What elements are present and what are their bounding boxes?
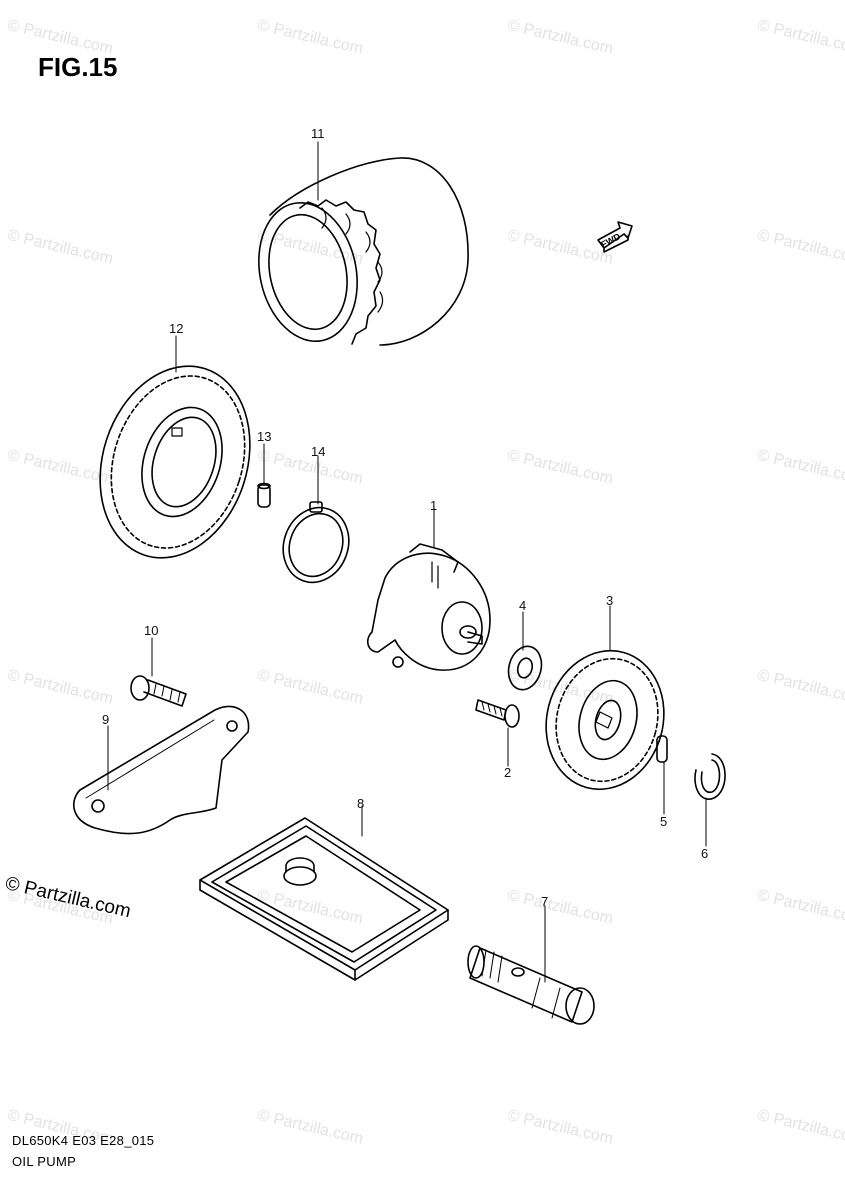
pump-bolt-part[interactable]	[475, 699, 520, 728]
washer-part[interactable]	[504, 643, 546, 694]
diagram-code: DL650K4 E03 E28_015	[12, 1133, 155, 1148]
strainer-plate-part[interactable]	[72, 705, 250, 835]
callout-9[interactable]: 9	[102, 712, 109, 727]
callout-12[interactable]: 12	[169, 321, 183, 336]
watermark-text: © Partzilla.com	[506, 17, 615, 58]
watermark-text: © Partzilla.com	[6, 227, 115, 268]
watermark-layer: © Partzilla.com © Partzilla.com © Partzill…	[6, 17, 845, 1148]
oil-strainer-part[interactable]	[199, 817, 449, 981]
callout-4[interactable]: 4	[519, 598, 526, 613]
circlip-part[interactable]	[694, 753, 726, 800]
driven-gear-part[interactable]	[531, 637, 679, 802]
callout-6[interactable]: 6	[701, 846, 708, 861]
o-ring-part[interactable]	[273, 498, 359, 591]
callout-14[interactable]: 14	[311, 444, 325, 459]
watermark-text: © Partzilla.com	[256, 227, 365, 268]
watermark-text: © Partzilla.com	[506, 227, 615, 268]
dowel-pin-part[interactable]	[257, 482, 271, 508]
watermark-text: © Partzilla.com	[756, 667, 845, 708]
oil-filter-part[interactable]	[246, 157, 469, 351]
watermark-text: © Partzilla.com	[6, 667, 115, 708]
callout-13[interactable]: 13	[257, 429, 271, 444]
watermark-text: © Partzilla.com	[756, 227, 845, 268]
callout-10[interactable]: 10	[144, 623, 158, 638]
fwd-arrow-icon	[597, 221, 633, 253]
watermark-text: © Partzilla.com	[256, 667, 365, 708]
callout-8[interactable]: 8	[357, 796, 364, 811]
watermark-text: © Partzilla.com	[256, 1107, 365, 1148]
watermark-text: © Partzilla.com	[506, 1107, 615, 1148]
watermark-text: © Partzilla.com	[256, 17, 365, 58]
watermark-text: © Partzilla.com	[756, 887, 845, 928]
callout-5[interactable]: 5	[660, 814, 667, 829]
callout-3[interactable]: 3	[606, 593, 613, 608]
pressure-regulator-part[interactable]	[467, 945, 595, 1025]
gear-pin-part[interactable]	[656, 735, 668, 763]
watermark-text: © Partzilla.com	[6, 447, 115, 488]
drive-gear-part[interactable]	[76, 347, 274, 578]
diagram-name: OIL PUMP	[12, 1154, 77, 1169]
watermark-text: © Partzilla.com	[506, 447, 615, 488]
callout-7[interactable]: 7	[541, 894, 548, 909]
callout-11[interactable]: 11	[311, 126, 325, 141]
watermark-text: © Partzilla.com	[756, 17, 845, 58]
leader-lines	[107, 141, 707, 983]
figure-title: FIG.15	[38, 52, 118, 82]
watermark-text: © Partzilla.com	[506, 887, 615, 928]
watermark-text: © Partzilla.com	[756, 447, 845, 488]
watermark-text: © Partzilla.com	[756, 1107, 845, 1148]
callout-numbers: 11 12 13 14 1 4 3 10 9 2 5 6 8 7	[102, 126, 708, 909]
callout-1[interactable]: 1	[430, 498, 437, 513]
plate-bolt-part[interactable]	[130, 675, 187, 707]
oil-pump-body-part[interactable]	[366, 543, 491, 671]
callout-2[interactable]: 2	[504, 765, 511, 780]
